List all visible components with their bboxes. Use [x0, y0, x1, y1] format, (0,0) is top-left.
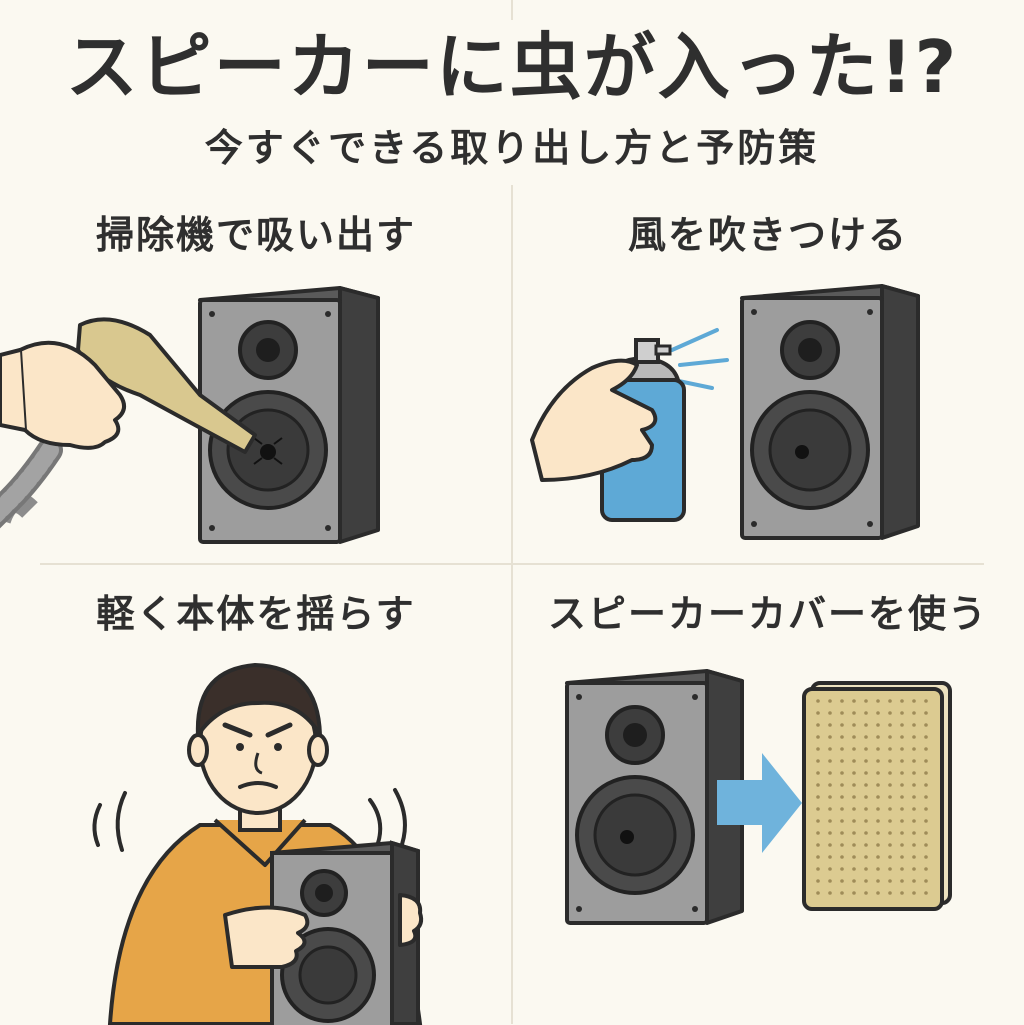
panel-cover: スピーカーカバーを使う	[512, 575, 1024, 995]
page-title: スピーカーに虫が入った!?	[65, 25, 959, 109]
shaking-person-icon	[92, 662, 424, 1025]
top-divider	[511, 0, 513, 20]
vacuum-cleaner-icon	[0, 286, 380, 544]
panel-cover-title: スピーカーカバーを使う	[547, 592, 988, 636]
panel-shake: 軽く本体を揺らす	[0, 575, 512, 1025]
horizontal-divider	[40, 563, 984, 565]
vertical-divider	[511, 185, 513, 1024]
speaker-cover-icon	[565, 669, 952, 925]
panel-vacuum-title: 掃除機で吸い出す	[95, 213, 416, 257]
speaker-icon	[740, 284, 920, 540]
air-spray-can-icon	[530, 284, 920, 540]
panel-air-spray: 風を吹きつける	[512, 190, 1024, 610]
panel-vacuum: 掃除機で吸い出す	[0, 190, 512, 610]
panel-air-spray-title: 風を吹きつける	[627, 213, 908, 257]
speaker-icon	[565, 669, 744, 925]
panel-shake-title: 軽く本体を揺らす	[96, 592, 416, 636]
page-subtitle: 今すぐできる取り出し方と予防策	[204, 126, 820, 170]
arrow-right-icon	[717, 753, 802, 853]
